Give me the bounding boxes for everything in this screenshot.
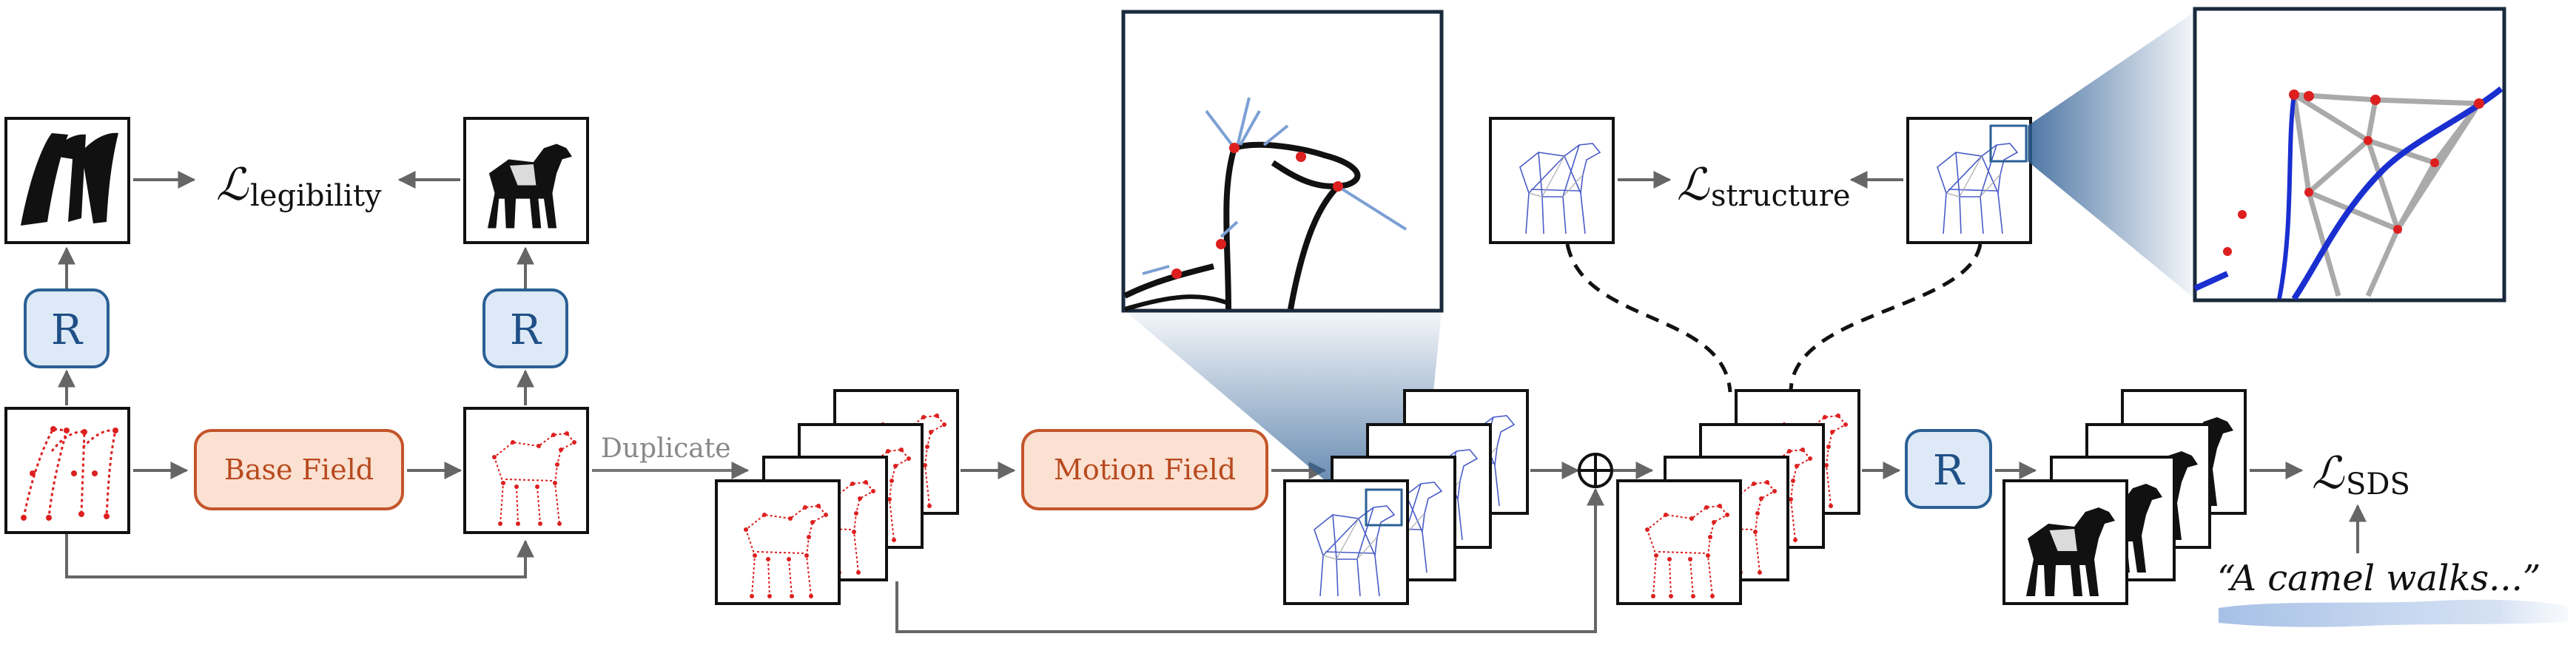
dashed-link-left [1565,243,1732,393]
structure-zoom-inset [2028,7,2506,303]
motion-field-label: Motion Field [1054,453,1236,486]
base-field-node: Base Field [194,429,404,510]
render-node-left: R [24,288,110,368]
text-prompt: “A camel walks...” [2217,558,2568,627]
structure-symbol: ℒ [1677,159,1710,211]
summed-frames-stack [1616,389,1860,605]
render-node-right: R [1905,429,1992,509]
loss-legibility: ℒ legibility [216,159,382,213]
dashed-link-right [1789,243,1983,393]
prompt-text: “A camel walks...” [2217,558,2540,599]
letter-m-glyph [21,132,118,226]
zoom-beam-right [2028,12,2195,299]
skip-connection-sum [895,487,1604,633]
structure-focus-box [1989,124,2028,163]
sds-symbol: ℒ [2312,448,2345,499]
letter-control-points [4,407,130,534]
legibility-letter-render [4,117,130,244]
zoom-inset [1123,97,1408,311]
skip-connection-left [65,534,534,578]
prompt-brush-stroke [2219,599,2568,627]
sum-operator [1578,453,1613,488]
legibility-subscript: legibility [250,179,382,213]
rendered-frames-stack [2002,389,2247,605]
duplicate-label: Duplicate [601,433,731,464]
base-field-label: Base Field [224,453,374,486]
duplicated-frames-stack [715,389,959,605]
sds-subscript: SDS [2346,467,2410,502]
motion-field-node: Motion Field [1021,429,1268,510]
base-camel-points [463,407,589,534]
zoom-focus-box [1365,488,1403,527]
base-camel-render [463,117,589,244]
structure-subscript: structure [1711,179,1851,213]
render-label: R [51,306,84,354]
structure-frame-right [1906,117,2032,244]
loss-structure: ℒ structure [1677,159,1851,213]
loss-sds: ℒ SDS [2312,448,2410,502]
structure-frame-left [1489,117,1615,244]
motion-frames-stack [1283,389,1529,605]
render-label: R [510,306,542,354]
render-node-mid: R [482,288,568,368]
legibility-symbol: ℒ [216,159,249,211]
render-label: R [1933,447,1965,495]
